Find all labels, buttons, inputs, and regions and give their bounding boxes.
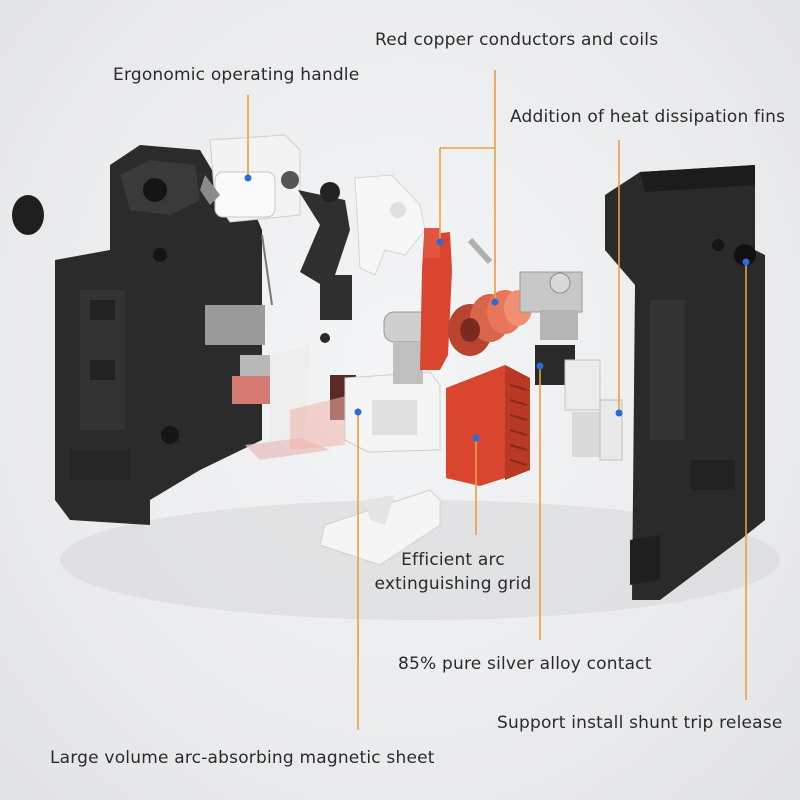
copper-conductor <box>420 228 493 370</box>
marker-shunt <box>742 258 750 266</box>
floor-shadow <box>60 500 780 620</box>
marker-grid <box>472 434 480 442</box>
linkage-arm <box>298 182 352 343</box>
left-inner-parts <box>205 305 356 460</box>
white-bottom-plate <box>319 489 441 566</box>
marker-fins <box>615 409 623 417</box>
marker-handle <box>244 174 252 182</box>
point-markers <box>244 174 750 442</box>
label-heat-fins: Addition of heat dissipation fins <box>510 107 786 127</box>
label-arc-grid: Efficient arc extinguishing grid <box>358 548 548 596</box>
side-knob <box>12 195 44 235</box>
marker-silver <box>536 362 544 370</box>
label-arc-grid-line1: Efficient arc <box>401 550 505 570</box>
white-block <box>344 371 441 453</box>
label-arc-grid-line2: extinguishing grid <box>374 574 532 594</box>
arc-grid <box>446 365 530 486</box>
white-trip-parts <box>354 174 426 276</box>
label-silver-contact: 85% pure silver alloy contact <box>398 654 652 674</box>
operating-handle <box>200 134 301 306</box>
marker-copper-coil <box>491 298 499 306</box>
label-shunt-trip: Support install shunt trip release <box>497 713 783 733</box>
marker-magnetic <box>354 408 362 416</box>
label-copper-conductors: Red copper conductors and coils <box>375 30 659 50</box>
leader-lines <box>247 70 747 730</box>
marker-copper-conductor <box>436 238 444 246</box>
right-housing <box>605 165 765 600</box>
label-operating-handle: Ergonomic operating handle <box>113 65 360 85</box>
label-magnetic-sheet: Large volume arc-absorbing magnetic shee… <box>50 748 435 768</box>
copper-coil <box>448 290 532 356</box>
contact-screw <box>383 311 430 384</box>
middle-mechanism <box>519 271 623 461</box>
left-housing <box>55 145 262 525</box>
